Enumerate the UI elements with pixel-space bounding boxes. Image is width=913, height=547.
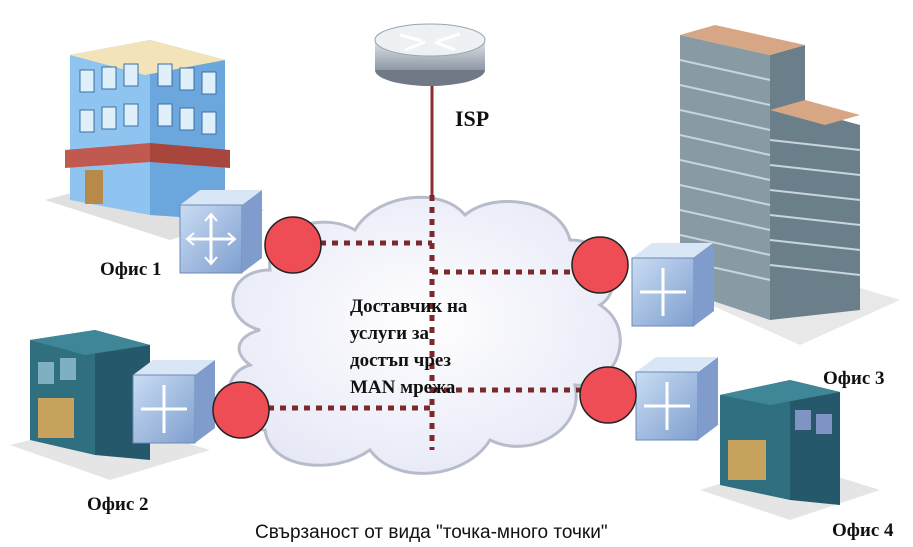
office4-label: Офис 4 — [832, 520, 894, 541]
endpoint-office1 — [264, 216, 322, 274]
cloud-text-line: услуги за — [350, 323, 429, 344]
office1-label: Офис 1 — [100, 259, 162, 280]
isp-label: ISP — [455, 106, 490, 131]
diagram-caption: Свързаност от вида "точка-много точки" — [255, 522, 608, 543]
office4-building-icon — [700, 380, 880, 520]
endpoint-office3 — [571, 236, 629, 294]
switch-icon — [631, 243, 714, 327]
cloud-text-line: Доставчик на — [350, 296, 468, 317]
switch-icon — [179, 190, 262, 274]
switch-icon — [132, 360, 215, 444]
office3-building-icon — [679, 25, 900, 345]
office2-label: Офис 2 — [87, 494, 149, 515]
cloud-text-line: MAN мрежа — [350, 377, 456, 398]
endpoint-office2 — [212, 381, 270, 439]
provider-cloud — [227, 195, 622, 475]
endpoint-office4 — [579, 366, 637, 424]
office1-building-icon — [45, 40, 265, 240]
isp-router-icon — [374, 23, 486, 86]
switch-icon — [635, 357, 718, 441]
office2-building-icon — [10, 330, 210, 480]
office3-label: Офис 3 — [823, 368, 885, 389]
cloud-text-line: достъп чрез — [350, 350, 452, 371]
cloud-links — [268, 195, 585, 450]
cloud-text: Доставчик на услуги за достъп чрез MAN м… — [350, 293, 550, 401]
